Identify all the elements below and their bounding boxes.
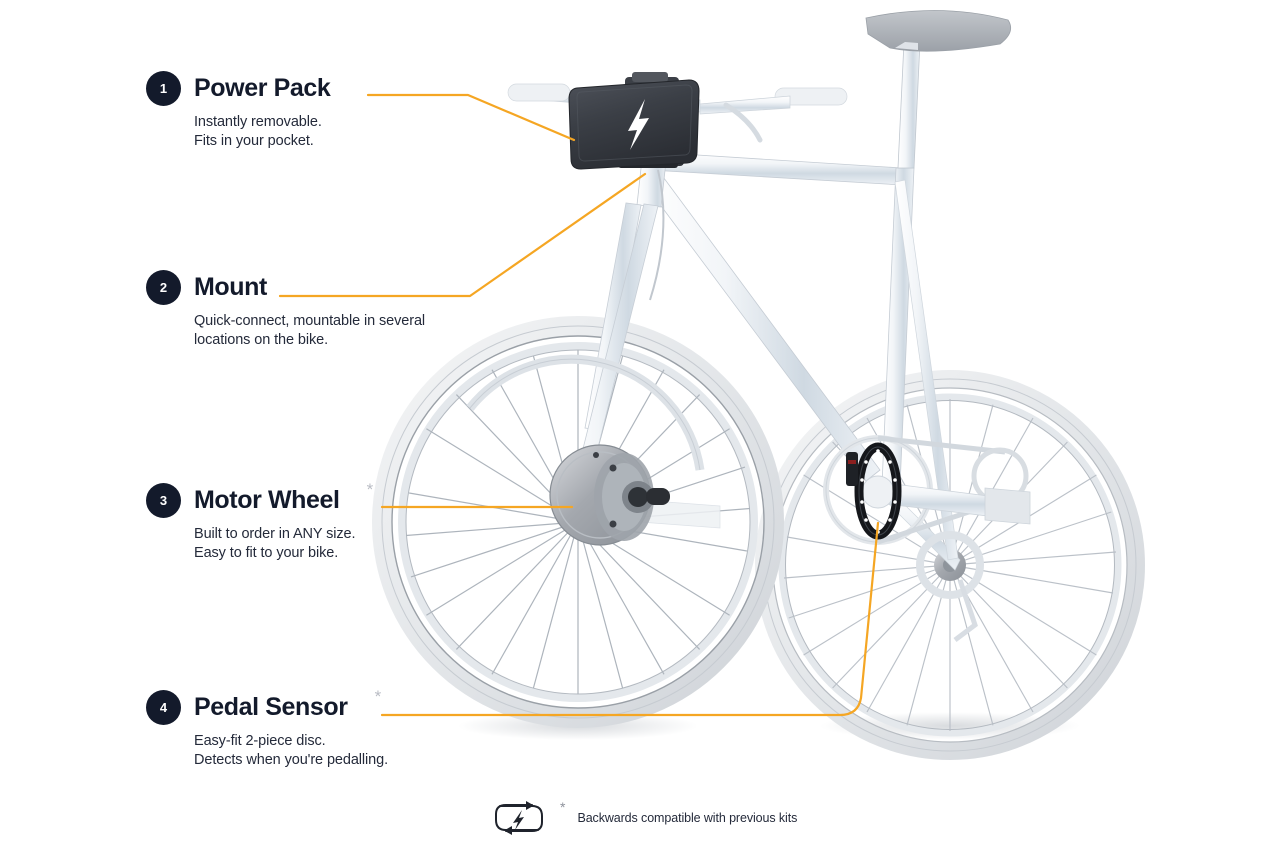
callout-motor-wheel: 3 Motor Wheel * Built to order in ANY si… <box>146 480 374 562</box>
callout-asterisk-3: * <box>366 480 374 499</box>
callout-header: 4 Pedal Sensor * <box>146 687 388 725</box>
footnote-asterisk: * <box>560 799 566 815</box>
callout-title-4: Pedal Sensor <box>194 693 348 721</box>
callout-badge-1: 1 <box>146 71 181 106</box>
callout-header: 1 Power Pack <box>146 71 357 106</box>
footnote-text: Backwards compatible with previous kits <box>577 811 798 825</box>
backwards-compatible-icon <box>495 801 543 835</box>
callout-title-2: Mount <box>194 273 267 301</box>
motor-wheel-hub <box>549 444 670 546</box>
callout-pedal-sensor: 4 Pedal Sensor * Easy-fit 2-piece disc. … <box>146 687 389 769</box>
callout-badge-4: 4 <box>146 690 181 725</box>
footnote: * Backwards compatible with previous kit… <box>486 798 797 838</box>
callout-title-3: Motor Wheel <box>194 486 340 514</box>
callout-asterisk-4: * <box>374 687 382 706</box>
lightning-bolt-icon <box>628 99 649 150</box>
callout-description-4: Easy-fit 2-piece disc. Detects when you'… <box>194 733 389 768</box>
callout-header: 3 Motor Wheel * <box>146 480 374 518</box>
callout-description-3: Built to order in ANY size. Easy to fit … <box>194 526 356 561</box>
callout-badge-3: 3 <box>146 483 181 518</box>
power-pack-device <box>568 79 700 170</box>
callout-title-1: Power Pack <box>194 74 331 102</box>
callout-power-pack: 1 Power Pack Instantly removable. Fits i… <box>146 71 357 150</box>
callout-description-1: Instantly removable. Fits in your pocket… <box>194 114 322 149</box>
callout-badge-2: 2 <box>146 270 181 305</box>
callout-header: 2 Mount <box>146 270 425 305</box>
bicycle-frame <box>466 10 1031 642</box>
callout-mount: 2 Mount Quick-connect, mountable in seve… <box>146 270 425 349</box>
callout-description-2: Quick-connect, mountable in several loca… <box>194 313 426 348</box>
